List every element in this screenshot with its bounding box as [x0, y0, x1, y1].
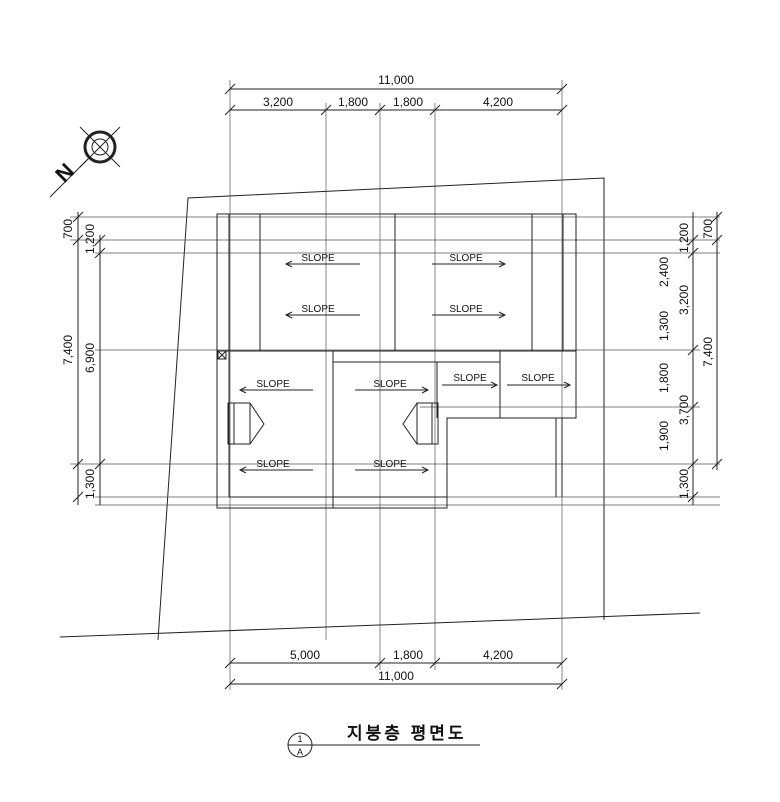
left-inner-dimension: 1,300: [83, 469, 97, 499]
right-inner-dimension: 2,400: [657, 257, 671, 287]
right-inner-dimension: 1,800: [657, 363, 671, 393]
slope-arrow: SLOPE: [284, 253, 360, 268]
slope-arrow: SLOPE: [355, 459, 430, 474]
bottom-segment-dimension: 1,800: [393, 648, 423, 662]
slope-arrow: SLOPE: [432, 304, 507, 319]
slope-label: SLOPE: [449, 253, 483, 264]
roof-hood-left: [227, 402, 265, 445]
drawing-title: 지붕층 평면도: [347, 724, 467, 743]
top-total-dimension: 11,000: [378, 73, 414, 87]
detail-callout: 1 A: [287, 732, 480, 758]
roof-hood-right: [402, 402, 439, 445]
left-inner-dimension: 6,900: [83, 343, 97, 373]
right-inner-dimension: 1,300: [657, 311, 671, 341]
slope-label: SLOPE: [256, 379, 290, 390]
site-boundary: [59, 177, 701, 641]
slope-label: SLOPE: [256, 459, 290, 470]
right-outer-dimension: 7,400: [701, 337, 715, 367]
left-outer-dimension: 7,400: [61, 335, 75, 365]
left-outer-dimension: 700: [61, 219, 75, 239]
slope-arrow: SLOPE: [442, 373, 499, 389]
slope-label: SLOPE: [373, 379, 407, 390]
slope-label: SLOPE: [301, 304, 335, 315]
top-segment-dimension: 1,800: [393, 95, 423, 109]
detail-number: 1: [297, 734, 302, 744]
right-dimension-lines: [687, 211, 723, 505]
slope-arrow: SLOPE: [238, 379, 313, 394]
top-dimension-lines: [224, 80, 568, 640]
sheet-reference: A: [297, 747, 303, 757]
slope-label: SLOPE: [453, 373, 487, 384]
right-inner-dimension: 1,300: [677, 469, 691, 499]
right-inner-dimension: 1,200: [677, 223, 691, 253]
top-segment-dimension: 4,200: [483, 95, 513, 109]
slope-label: SLOPE: [373, 459, 407, 470]
top-segment-dimension: 1,800: [338, 95, 368, 109]
slope-arrow: SLOPE: [507, 373, 572, 389]
right-outer-dimension: 700: [701, 219, 715, 239]
bottom-segment-dimension: 5,000: [290, 648, 320, 662]
left-dimension-lines: [72, 211, 106, 505]
right-outer-dimension: 3,700: [677, 395, 691, 425]
bottom-segment-dimension: 4,200: [483, 648, 513, 662]
right-inner-dimension: 1,900: [657, 421, 671, 451]
bottom-dimension-lines: [224, 640, 568, 690]
slope-arrow: SLOPE: [238, 459, 313, 474]
slope-label: SLOPE: [521, 373, 555, 384]
slope-arrow: SLOPE: [355, 379, 430, 394]
top-segment-dimension: 3,200: [263, 95, 293, 109]
right-outer-dimension: 3,200: [677, 285, 691, 315]
bottom-total-dimension: 11,000: [378, 669, 414, 683]
slope-label: SLOPE: [449, 304, 483, 315]
north-arrow-icon: N: [49, 126, 121, 198]
slope-arrow: SLOPE: [284, 304, 360, 319]
slope-arrow: SLOPE: [432, 253, 507, 268]
building-outline: [216, 213, 577, 509]
left-inner-dimension: 1,200: [83, 224, 97, 254]
slope-label: SLOPE: [301, 253, 335, 264]
north-label: N: [50, 158, 79, 187]
